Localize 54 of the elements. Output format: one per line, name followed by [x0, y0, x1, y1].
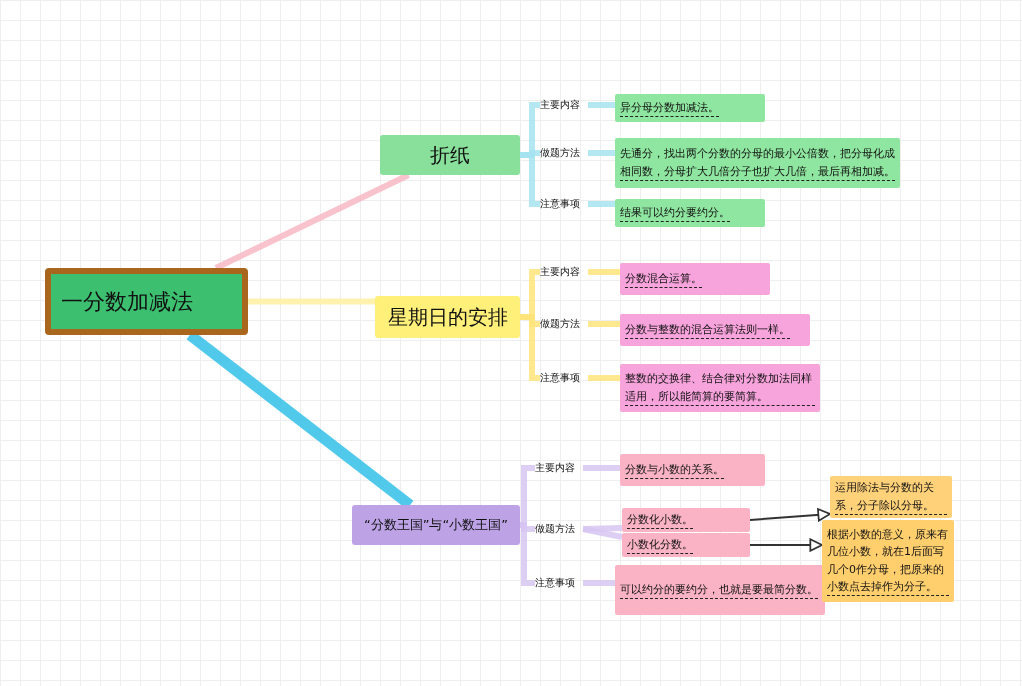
connector-line [583, 580, 615, 586]
note-box [822, 520, 954, 602]
note-box [615, 94, 765, 122]
note-text: 先通分，找出两个分数的分母的最小公倍数，把分母化成相同数，分母扩大几倍分子也扩大几倍，最后再相加减。 [620, 145, 895, 181]
note-text: 根据小数的意义，原来有几位小数，就在1后面写几个0作分母，把原来的小数点去掉作为分子。 [827, 526, 949, 596]
note-text: 小数化分数。 [627, 535, 693, 554]
category-label: 做题方法 [540, 317, 580, 331]
topic-text: 折纸 [430, 141, 470, 169]
note-text: 分数与小数的关系。 [625, 460, 724, 479]
category-label: 做题方法 [535, 522, 575, 536]
note-text: 异分母分数加减法。 [620, 98, 719, 117]
connector-line [588, 269, 620, 275]
note-box [615, 565, 825, 615]
arrow [749, 538, 823, 552]
category-label: 主要内容 [540, 265, 580, 279]
connector-line [588, 375, 620, 381]
topic-text: 一分数加减法 [61, 287, 193, 316]
connector-line [588, 102, 615, 108]
note-text: 分数化小数。 [627, 510, 693, 529]
branch-topic-box [380, 135, 520, 175]
connector-line [582, 526, 623, 540]
connector-line [588, 150, 615, 156]
note-box [615, 138, 900, 188]
connector-line [588, 201, 615, 207]
note-box [620, 454, 765, 486]
category-label: 主要内容 [540, 98, 580, 112]
note-text: 运用除法与分数的关系，分子除以分母。 [835, 479, 947, 515]
category-label: 做题方法 [540, 146, 580, 160]
note-text: 可以约分的要约分，也就是要最简分数。 [620, 580, 818, 599]
connector-line [214, 172, 410, 271]
note-text: 结果可以约分要约分。 [620, 203, 730, 222]
root-topic-box [45, 268, 248, 335]
topic-text: “分数王国”与“小数王国” [364, 516, 508, 534]
note-box [622, 533, 750, 557]
branch-topic-box [375, 296, 520, 338]
connector-line [588, 321, 620, 327]
note-box [620, 314, 810, 346]
connector-line [248, 298, 375, 305]
note-text: 分数与整数的混合运算法则一样。 [625, 320, 790, 339]
note-text: 分数混合运算。 [625, 269, 702, 288]
category-label: 注意事项 [535, 576, 575, 590]
topic-text: 星期日的安排 [387, 303, 508, 331]
connector-line [583, 465, 620, 471]
note-box [620, 263, 770, 295]
note-text: 整数的交换律、结合律对分数加法同样适用，所以能简算的要简算。 [625, 370, 815, 406]
arrow [749, 508, 831, 522]
branch-topic-box [352, 505, 520, 545]
connector-line [582, 525, 623, 532]
category-label: 主要内容 [535, 461, 575, 475]
note-box [620, 364, 820, 412]
note-box [622, 508, 750, 532]
category-label: 注意事项 [540, 197, 580, 211]
note-box [615, 199, 765, 227]
category-label: 注意事项 [540, 371, 580, 385]
